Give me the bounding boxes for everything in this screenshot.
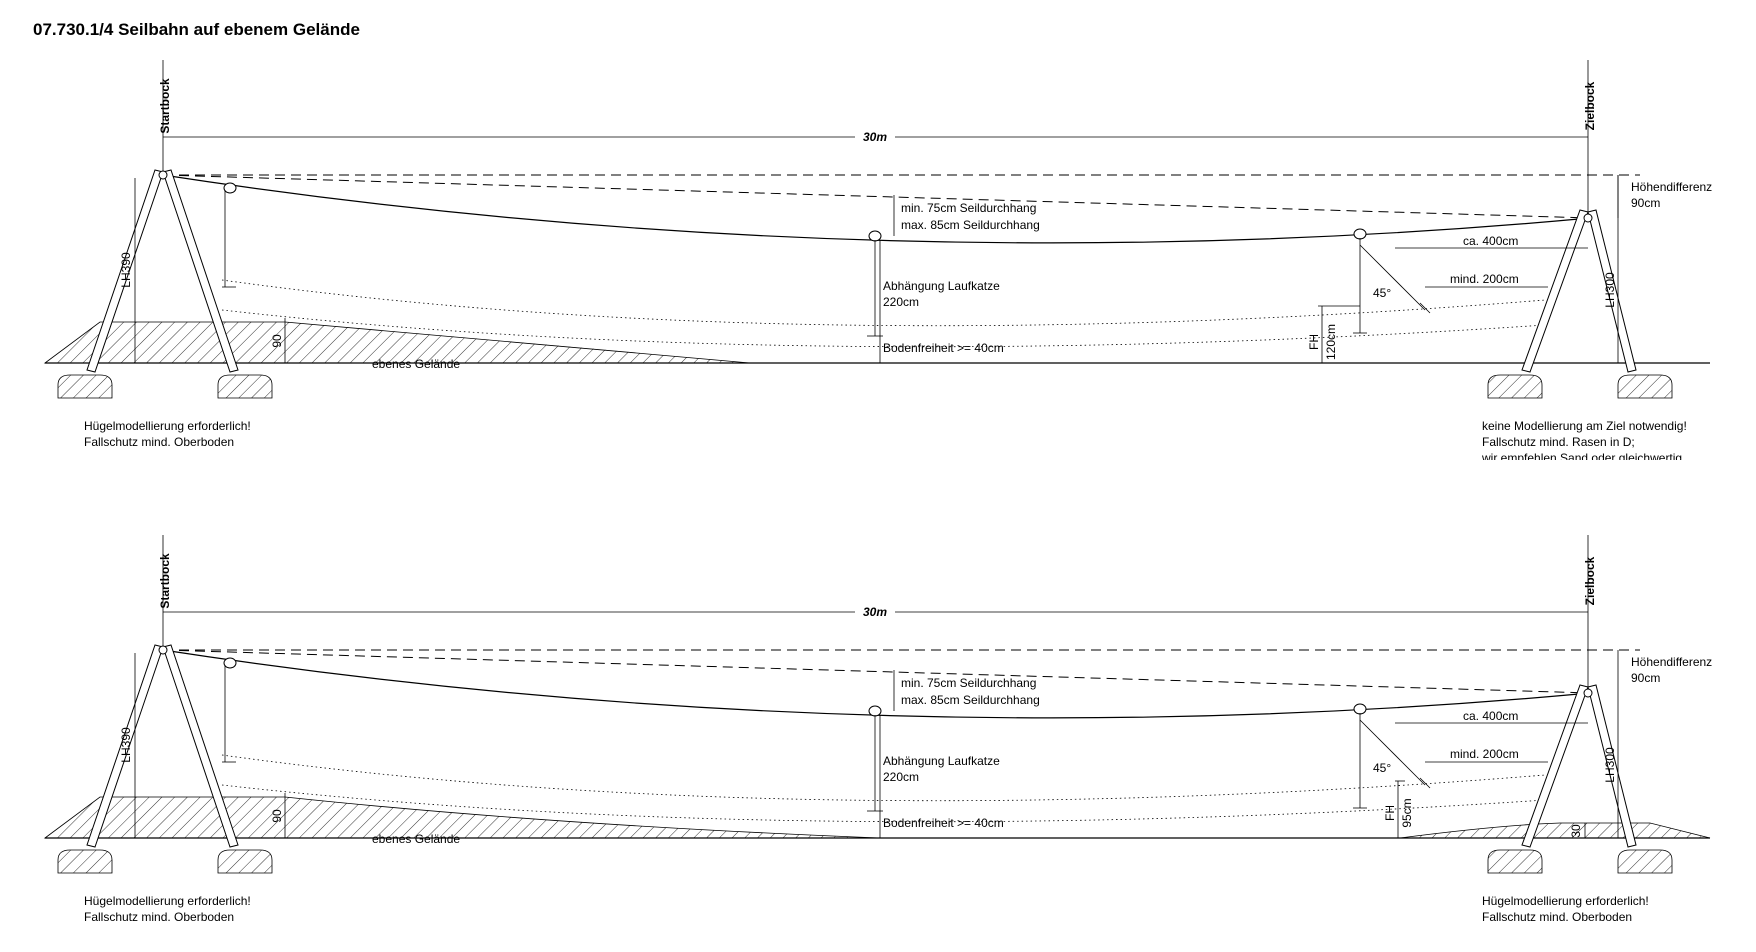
fh-label: FH xyxy=(1383,805,1397,821)
height-diff-label: Höhendifferenz xyxy=(1631,655,1712,669)
span-label: 30m xyxy=(863,130,887,144)
note-right-3: wir empfehlen Sand oder gleichwertig xyxy=(1481,451,1682,460)
hill-height: 90 xyxy=(270,809,284,823)
note-left-2: Fallschutz mind. Oberboden xyxy=(84,910,234,924)
height-diff-value: 90cm xyxy=(1631,671,1660,685)
clearance-line-2 xyxy=(221,309,1546,348)
fh-value: 120cm xyxy=(1324,324,1338,360)
end-label: Zielbock xyxy=(1583,556,1597,605)
lh-end: LH300 xyxy=(1603,272,1617,308)
end-a-frame xyxy=(1487,209,1673,399)
height-diff-value: 90cm xyxy=(1631,196,1660,210)
fh-label: FH xyxy=(1307,334,1321,350)
angle-label: 45° xyxy=(1373,761,1391,775)
start-label: Startbock xyxy=(158,553,172,609)
start-label: Startbock xyxy=(158,78,172,134)
start-a-frame xyxy=(57,644,273,874)
gelaende-label: ebenes Gelände xyxy=(372,357,460,371)
lh-end: LH300 xyxy=(1603,747,1617,783)
note-right-2: Fallschutz mind. Oberboden xyxy=(1482,910,1632,924)
sag-max: max. 85cm Seildurchhang xyxy=(901,218,1040,232)
mind-label: mind. 200cm xyxy=(1450,747,1519,761)
sag-min: min. 75cm Seildurchhang xyxy=(901,201,1036,215)
zipline-diagram-2: 30m Startbock Zielbock LH390 90 LH300 Hö… xyxy=(43,535,1712,924)
end-hill-height: 30 xyxy=(1569,824,1583,838)
sag-min: min. 75cm Seildurchhang xyxy=(901,676,1036,690)
abh-value: 220cm xyxy=(883,295,919,309)
ca-label: ca. 400cm xyxy=(1463,234,1518,248)
end-a-frame xyxy=(1487,684,1673,874)
clearance-line-1 xyxy=(221,754,1546,802)
sag-max: max. 85cm Seildurchhang xyxy=(901,693,1040,707)
mind-label: mind. 200cm xyxy=(1450,272,1519,286)
brake-assembly xyxy=(1353,703,1431,809)
lh-start: LH390 xyxy=(119,727,133,763)
brake-assembly xyxy=(1353,228,1431,334)
start-hill xyxy=(43,796,881,839)
note-left-1: Hügelmodellierung erforderlich! xyxy=(84,419,251,433)
hill-height: 90 xyxy=(270,334,284,348)
clearance-line-1 xyxy=(221,279,1546,327)
straight-rope-line xyxy=(162,649,1591,694)
boden-label: Bodenfreiheit >= 40cm xyxy=(883,816,1004,830)
note-left-1: Hügelmodellierung erforderlich! xyxy=(84,894,251,908)
boden-label: Bodenfreiheit >= 40cm xyxy=(883,341,1004,355)
zipline-diagram-1: 30m Startbock Zielbock LH390 90 LH300 Hö… xyxy=(43,60,1712,460)
note-right-1: Hügelmodellierung erforderlich! xyxy=(1482,894,1649,908)
abh-label: Abhängung Laufkatze xyxy=(883,754,1000,768)
note-left-2: Fallschutz mind. Oberboden xyxy=(84,435,234,449)
lh-start: LH390 xyxy=(119,252,133,288)
abh-label: Abhängung Laufkatze xyxy=(883,279,1000,293)
end-hill xyxy=(1399,822,1711,839)
span-label: 30m xyxy=(863,605,887,619)
trolley-mid xyxy=(867,705,883,812)
abh-value: 220cm xyxy=(883,770,919,784)
note-right-1: keine Modellierung am Ziel notwendig! xyxy=(1482,419,1687,433)
page-title: 07.730.1/4 Seilbahn auf ebenem Gelände xyxy=(33,20,360,39)
clearance-line-2 xyxy=(221,784,1546,823)
straight-rope-line xyxy=(162,174,1591,219)
trolley-mid xyxy=(867,230,883,337)
end-label: Zielbock xyxy=(1583,81,1597,130)
fh-value: 95cm xyxy=(1400,798,1414,827)
angle-label: 45° xyxy=(1373,286,1391,300)
note-right-2: Fallschutz mind. Rasen in D; xyxy=(1482,435,1635,449)
height-diff-label: Höhendifferenz xyxy=(1631,180,1712,194)
start-a-frame xyxy=(57,169,273,399)
gelaende-label: ebenes Gelände xyxy=(372,832,460,846)
ca-label: ca. 400cm xyxy=(1463,709,1518,723)
